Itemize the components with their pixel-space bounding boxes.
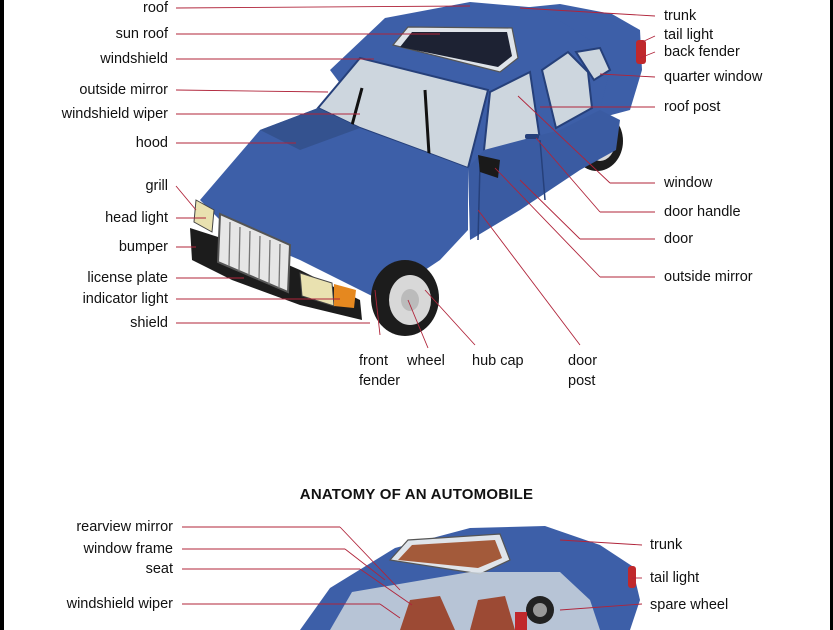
label-windshield-wiper-bottom: windshield wiper [66,596,173,612]
label-trunk: trunk [664,8,697,24]
label-quarter-window: quarter window [664,69,763,85]
label-trunk-bottom: trunk [650,537,683,553]
label-roof-post: roof post [664,99,721,115]
label-shield: shield [130,315,168,331]
label-bumper: bumper [118,239,168,255]
label-door-handle: door handle [664,204,741,220]
label-door-bottom: door [568,353,598,369]
label-door: door [664,231,694,247]
label-hub-cap: hub cap [472,353,524,369]
label-rearview-mirror: rearview mirror [76,519,173,535]
label-windshield-wiper: windshield wiper [61,106,168,122]
label-window: window [664,175,713,191]
frame-right [830,0,833,630]
label-wheel: wheel [407,353,445,369]
tail-light-shape [636,40,646,64]
label-indicator-light: indicator light [82,291,168,307]
diagram-title: ANATOMY OF AN AUTOMOBILE [299,486,534,503]
label-outside-mirror-left: outside mirror [79,82,168,98]
frame-left [0,0,4,630]
label-front: front [359,353,389,369]
label-windshield: windshield [100,51,168,67]
label-head-light: head light [105,210,168,226]
label-outside-mirror-right: outside mirror [664,269,753,285]
label-post: post [568,373,596,389]
top-car-illustration [190,2,646,336]
label-roof: roof [143,0,168,16]
label-spare-wheel: spare wheel [650,597,729,613]
top-leader-lines [175,5,656,349]
label-license-plate: license plate [87,270,168,286]
label-window-frame: window frame [83,541,173,557]
label-grill: grill [145,178,168,194]
label-back-fender: back fender [664,44,740,60]
label-fender: fender [359,373,401,389]
label-tail-light: tail light [664,27,714,43]
bottom-car-illustration [300,526,640,630]
label-seat: seat [145,561,173,577]
label-hood: hood [135,135,168,151]
label-tail-light-bottom: tail light [650,570,700,586]
label-sun-roof: sun roof [115,26,168,42]
bottom-leader-lines [182,526,643,619]
